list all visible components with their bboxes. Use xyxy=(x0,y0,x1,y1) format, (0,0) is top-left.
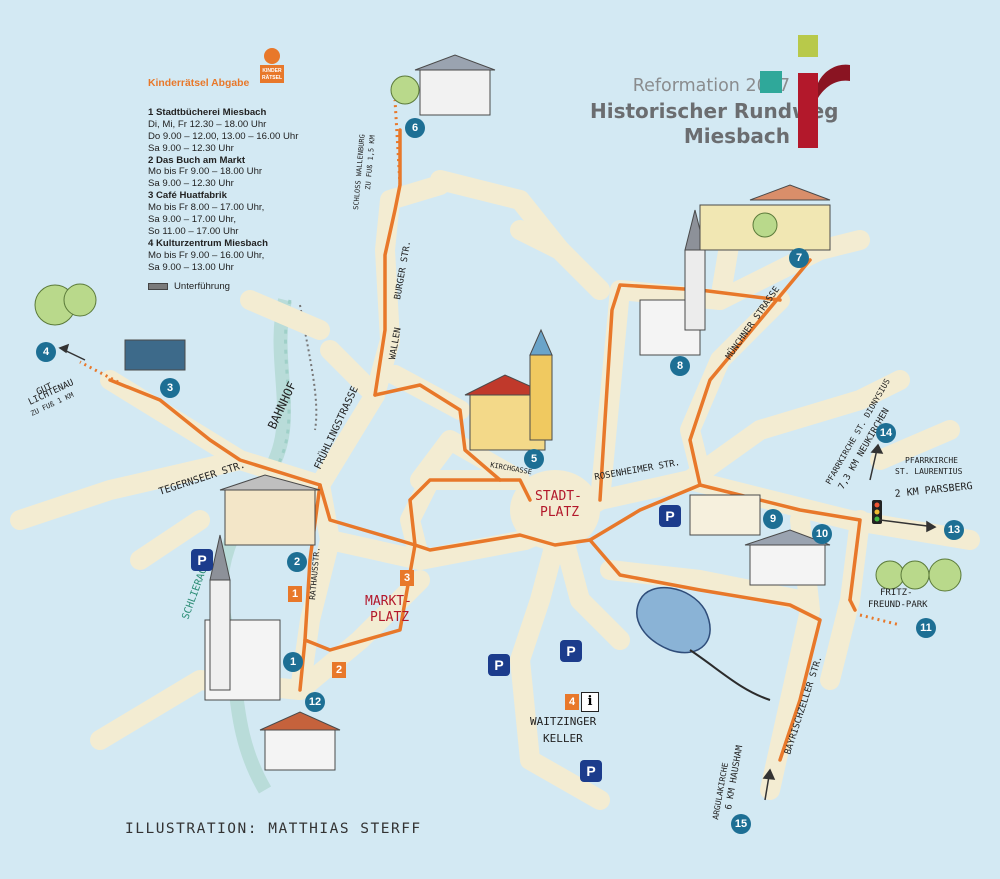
station-marker-6[interactable]: 6 xyxy=(405,118,425,138)
legend-hours: Mo bis Fr 8.00 – 17.00 Uhr, xyxy=(148,202,265,214)
station-marker-3[interactable]: 3 xyxy=(160,378,180,398)
station-marker-10[interactable]: 10 xyxy=(812,524,832,544)
legend-entry-name: 4 Kulturzentrum Miesbach xyxy=(148,237,268,249)
station-marker-4[interactable]: 4 xyxy=(36,342,56,362)
legend-hours: Di, Mi, Fr 12.30 – 18.00 Uhr xyxy=(148,118,267,130)
legend-hours: Sa 9.00 – 17.00 Uhr, xyxy=(148,214,237,226)
building-sketches xyxy=(124,54,831,771)
station-marker-1[interactable]: 1 xyxy=(283,652,303,672)
legend-hours: Mo bis Fr 9.00 – 18.00 Uhr xyxy=(148,166,263,178)
legend-entry: 1 Stadtbücherei Miesbach Di, Mi, Fr 12.3… xyxy=(148,107,323,155)
parking-icon: P xyxy=(488,654,510,676)
station-marker-2[interactable]: 2 xyxy=(287,552,307,572)
station-marker-8[interactable]: 8 xyxy=(670,356,690,376)
legend-entry: 4 Kulturzentrum Miesbach Mo bis Fr 9.00 … xyxy=(148,238,323,274)
legend-panel: Kinderrätsel Abgabe 1 Stadtbücherei Mies… xyxy=(148,78,323,293)
reformation-logo xyxy=(760,35,850,148)
drop-point-2: 2 xyxy=(332,662,346,678)
trees xyxy=(34,75,962,592)
drop-point-3: 3 xyxy=(400,570,414,586)
station-marker-15[interactable]: 15 xyxy=(731,814,751,834)
station-marker-9[interactable]: 9 xyxy=(763,509,783,529)
legend-entry-name: 3 Café Huatfabrik xyxy=(148,190,227,202)
drop-point-4: 4 xyxy=(565,694,579,710)
station-marker-5[interactable]: 5 xyxy=(524,449,544,469)
legend-entry-name: 1 Stadtbücherei Miesbach xyxy=(148,106,267,118)
station-marker-12[interactable]: 12 xyxy=(305,692,325,712)
legend-entry-name: 2 Das Buch am Markt xyxy=(148,154,246,166)
station-marker-14[interactable]: 14 xyxy=(876,423,896,443)
pond xyxy=(636,586,711,654)
parking-icon: P xyxy=(191,549,213,571)
station-marker-7[interactable]: 7 xyxy=(789,248,809,268)
illustration-credit: ILLUSTRATION: MATTHIAS STERFF xyxy=(125,821,422,837)
title-line3: Miesbach xyxy=(683,124,790,148)
svg-text:KINDER: KINDER xyxy=(262,68,282,74)
drop-point-1: 1 xyxy=(288,586,302,602)
info-icon: i xyxy=(581,692,599,712)
legend-heading: Kinderrätsel Abgabe xyxy=(148,78,250,89)
stadtplatz-area xyxy=(510,470,600,550)
legend-hours: Sa 9.00 – 12.30 Uhr xyxy=(148,142,234,154)
kinder-raetsel-icon: KINDER RÄTSEL xyxy=(260,48,284,83)
parking-icon: P xyxy=(560,640,582,662)
legend-hours: Sa 9.00 – 13.00 Uhr xyxy=(148,261,234,273)
station-marker-11[interactable]: 11 xyxy=(916,618,936,638)
legend-entry: 2 Das Buch am Markt Mo bis Fr 9.00 – 18.… xyxy=(148,155,323,191)
svg-text:RÄTSEL: RÄTSEL xyxy=(262,74,282,81)
legend-hours: Mo bis Fr 9.00 – 16.00 Uhr, xyxy=(148,249,265,261)
parking-icon: P xyxy=(659,505,681,527)
underpass-label: Unterführung xyxy=(174,280,230,292)
underpass-icon xyxy=(148,283,168,291)
legend-hours: So 11.00 – 17.00 Uhr xyxy=(148,225,239,237)
title-line1: Reformation 2017 xyxy=(632,76,790,96)
parking-icon: P xyxy=(580,760,602,782)
legend-underpass: Unterführung xyxy=(148,281,323,293)
station-marker-13[interactable]: 13 xyxy=(944,520,964,540)
map-title: Reformation 2017 Historischer Rundweg Mi… xyxy=(590,76,838,148)
legend-entry: 3 Café Huatfabrik Mo bis Fr 8.00 – 17.00… xyxy=(148,190,323,238)
legend-hours: Do 9.00 – 12.00, 13.00 – 16.00 Uhr xyxy=(148,130,299,142)
railway xyxy=(299,304,318,431)
direction-arrows xyxy=(58,343,937,801)
legend-hours: Sa 9.00 – 12.30 Uhr xyxy=(148,178,234,190)
